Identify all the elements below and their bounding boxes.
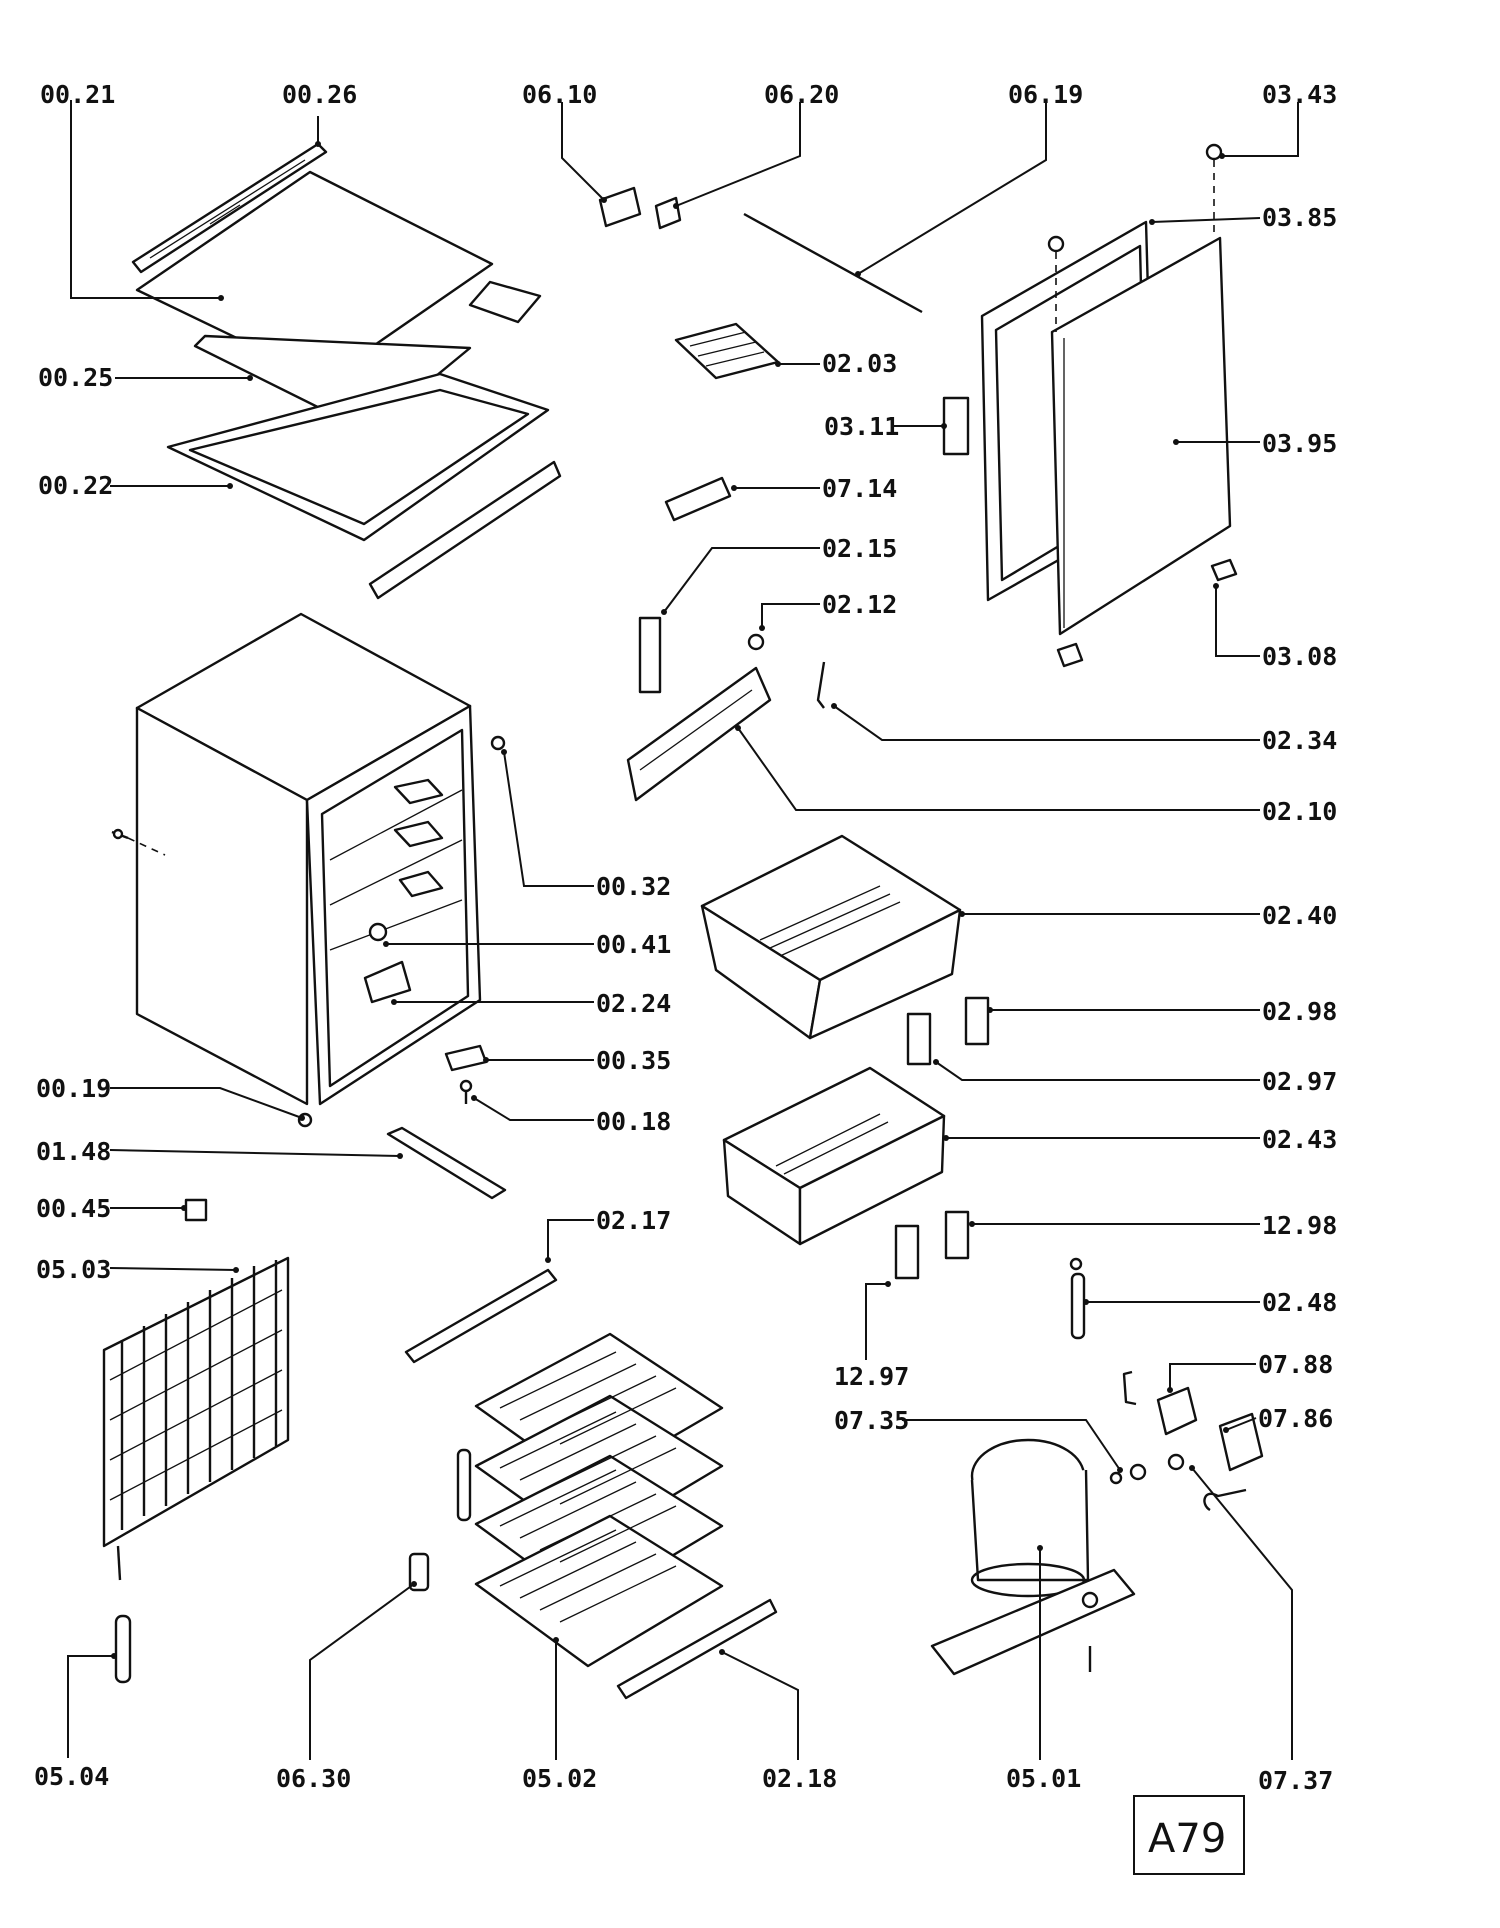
label-03-43: 03.43: [1262, 80, 1337, 109]
part-terminal-clip: [1109, 1463, 1147, 1485]
label-02-18: 02.18: [762, 1764, 837, 1793]
label-00-18: 00.18: [596, 1107, 671, 1136]
label-05-04: 05.04: [34, 1762, 109, 1791]
label-05-02: 05.02: [522, 1764, 597, 1793]
part-drawer-clip-c: [894, 1224, 920, 1280]
part-switch-plate: [664, 476, 732, 522]
label-02-97: 02.97: [1262, 1067, 1337, 1096]
part-flap-hinge: [638, 616, 662, 694]
part-flap-spring: [816, 661, 826, 709]
part-door-panel: [1050, 236, 1232, 636]
part-evap-bracket-bottom: [616, 1598, 778, 1700]
part-base-strip: [386, 1126, 507, 1200]
label-07-86: 07.86: [1258, 1404, 1333, 1433]
label-03-11: 03.11: [824, 412, 899, 441]
part-drawer-clip-a: [906, 1012, 932, 1066]
label-02-15: 02.15: [822, 534, 897, 563]
label-07-35: 07.35: [834, 1406, 909, 1435]
figure-id-text: A79: [1148, 1816, 1226, 1862]
part-clip-small: [654, 196, 682, 230]
label-00-22: 00.22: [38, 471, 113, 500]
part-hinge-pin: [490, 735, 506, 751]
part-condenser-coil: [102, 1256, 290, 1581]
part-handle-clip: [598, 186, 642, 228]
part-evap-bracket-top: [404, 1268, 558, 1364]
label-07-88: 07.88: [1258, 1350, 1333, 1379]
label-02-03: 02.03: [822, 349, 897, 378]
part-thermostat-probe: [1069, 1257, 1086, 1340]
part-drawer-upper: [700, 834, 962, 1040]
label-00-25: 00.25: [38, 363, 113, 392]
label-02-12: 02.12: [822, 590, 897, 619]
part-worktop-rail: [131, 142, 328, 274]
part-rod: [743, 212, 923, 314]
label-00-19: 00.19: [36, 1074, 111, 1103]
label-06-30: 06.30: [276, 1764, 351, 1793]
part-drawer-clip-d: [944, 1210, 970, 1260]
label-07-14: 07.14: [822, 474, 897, 503]
part-tube-clip: [408, 1552, 430, 1592]
part-cabinet-body: [135, 612, 482, 1128]
figure-id-stamp: A79: [1133, 1795, 1245, 1875]
part-capacitor: [1167, 1453, 1185, 1471]
part-drier-filter: [114, 1614, 132, 1684]
label-05-03: 05.03: [36, 1255, 111, 1284]
part-drawer-lower: [722, 1066, 946, 1246]
part-door-top-screw: [1205, 143, 1223, 236]
label-00-45: 00.45: [36, 1194, 111, 1223]
part-foot-cap: [184, 1198, 208, 1222]
part-side-screw: [111, 828, 166, 856]
label-12-97: 12.97: [834, 1362, 909, 1391]
part-clamp-spring: [1203, 1488, 1247, 1512]
label-07-37: 07.37: [1258, 1766, 1333, 1795]
part-door-handle: [942, 396, 970, 456]
part-compressor-base: [930, 1568, 1136, 1676]
label-05-01: 05.01: [1006, 1764, 1081, 1793]
label-00-21: 00.21: [40, 80, 115, 109]
part-ice-tray: [674, 322, 780, 380]
label-00-41: 00.41: [596, 930, 671, 959]
label-02-98: 02.98: [1262, 997, 1337, 1026]
label-06-20: 06.20: [764, 80, 839, 109]
part-freezer-flap: [626, 666, 772, 802]
part-relay-cover: [1218, 1412, 1264, 1472]
label-06-19: 06.19: [1008, 80, 1083, 109]
part-drawer-clip-b: [964, 996, 990, 1046]
label-00-32: 00.32: [596, 872, 671, 901]
label-02-40: 02.40: [1262, 901, 1337, 930]
part-evaporator-shelves: [456, 1332, 724, 1668]
part-relay-wire: [1122, 1370, 1137, 1406]
part-labels: 00.21 00.26 06.10 06.20 06.19 03.43 03.8…: [34, 80, 1337, 1795]
label-00-35: 00.35: [596, 1046, 671, 1075]
part-door-hinge-bottom: [1056, 558, 1238, 668]
label-01-48: 01.48: [36, 1137, 111, 1166]
leader-lines: [67, 100, 1299, 1760]
label-02-24: 02.24: [596, 989, 671, 1018]
label-02-48: 02.48: [1262, 1288, 1337, 1317]
label-02-34: 02.34: [1262, 726, 1337, 755]
label-02-43: 02.43: [1262, 1125, 1337, 1154]
part-compressor: [970, 1438, 1090, 1598]
label-00-26: 00.26: [282, 80, 357, 109]
part-hinge-bracket: [368, 460, 562, 600]
part-flap-pin: [747, 633, 765, 651]
label-03-85: 03.85: [1262, 203, 1337, 232]
label-02-10: 02.10: [1262, 797, 1337, 826]
part-door-frame: [166, 372, 550, 542]
label-02-17: 02.17: [596, 1206, 671, 1235]
label-03-08: 03.08: [1262, 642, 1337, 671]
part-relay-box: [1156, 1386, 1198, 1436]
label-12-98: 12.98: [1262, 1211, 1337, 1240]
part-hinge-lower: [444, 1044, 488, 1104]
label-03-95: 03.95: [1262, 429, 1337, 458]
part-door-pin: [1047, 235, 1065, 332]
part-lid-plate: [193, 334, 472, 434]
label-06-10: 06.10: [522, 80, 597, 109]
